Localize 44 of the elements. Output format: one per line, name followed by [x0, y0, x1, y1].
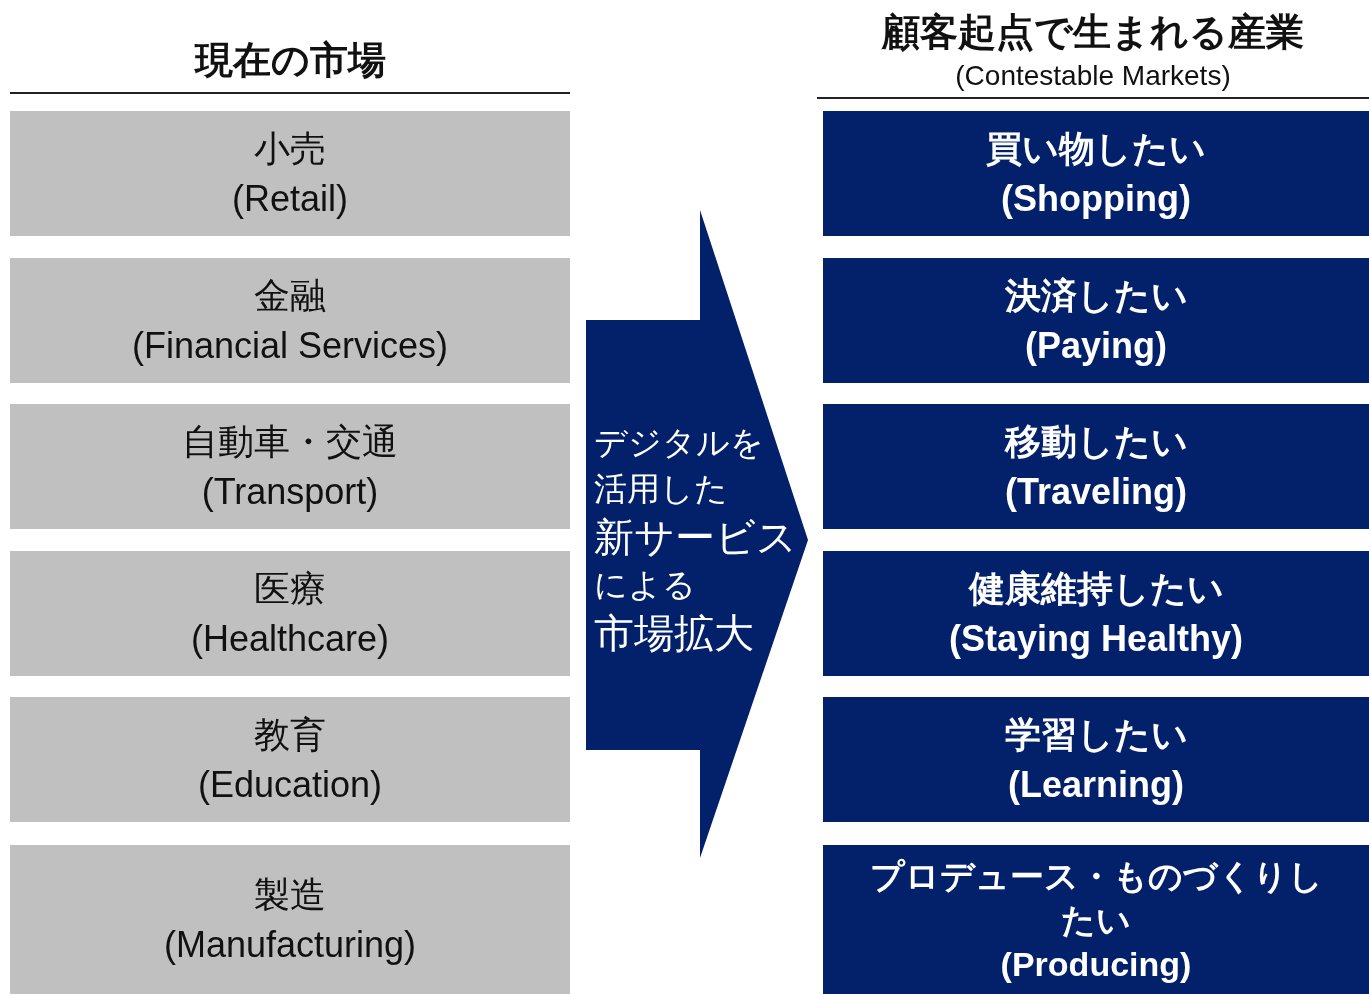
market-name: 自動車・交通	[181, 419, 399, 464]
arrow-text: 市場拡大	[594, 610, 755, 657]
market-box	[823, 111, 1369, 236]
market-name-english: (Shopping)	[1000, 176, 1192, 221]
market-name-english: (Healthcare)	[189, 616, 391, 661]
market-box	[823, 845, 1369, 994]
market-name-english: (Staying Healthy)	[947, 616, 1244, 661]
market-name: 健康維持したい	[967, 566, 1225, 611]
market-box	[823, 404, 1369, 529]
market-name-english: (Traveling)	[1003, 469, 1188, 514]
market-name: 移動したい	[1003, 419, 1189, 464]
market-box	[10, 845, 570, 994]
market-name: 買い物したい	[985, 126, 1207, 171]
market-box	[10, 697, 570, 822]
market-name: プロデュース・ものづくりしたい	[868, 855, 1324, 941]
market-name: 金融	[253, 273, 327, 318]
market-name: 決済したい	[1003, 273, 1189, 318]
expansion-arrow	[586, 210, 810, 860]
arrow-text: デジタルを活用した	[594, 423, 765, 509]
market-box	[823, 551, 1369, 676]
market-box	[10, 258, 570, 383]
market-box	[10, 404, 570, 529]
market-name: 医療	[253, 566, 327, 611]
market-box	[823, 697, 1369, 822]
market-name: 教育	[253, 712, 327, 757]
market-name: 学習したい	[1003, 712, 1189, 757]
arrow-text: 新サービス	[594, 514, 798, 561]
market-name-english: (Producing)	[999, 943, 1193, 985]
market-name: 小売	[253, 126, 327, 171]
market-name: 製造	[253, 872, 327, 917]
market-box	[10, 111, 570, 236]
market-name-english: (Financial Services)	[130, 323, 450, 368]
market-name-english: (Manufacturing)	[162, 922, 418, 967]
column-subheading: (Contestable Markets)	[954, 59, 1232, 93]
market-name-english: (Paying)	[1024, 323, 1168, 368]
market-box	[10, 551, 570, 676]
market-name-english: (Retail)	[231, 176, 349, 221]
column-heading: 顧客起点で生まれる産業	[880, 10, 1305, 55]
market-name-english: (Education)	[196, 762, 384, 807]
market-box	[823, 258, 1369, 383]
arrow-text: による	[594, 565, 697, 605]
column-heading: 現在の市場	[193, 38, 387, 83]
market-name-english: (Learning)	[1007, 762, 1185, 807]
market-name-english: (Transport)	[200, 469, 380, 514]
